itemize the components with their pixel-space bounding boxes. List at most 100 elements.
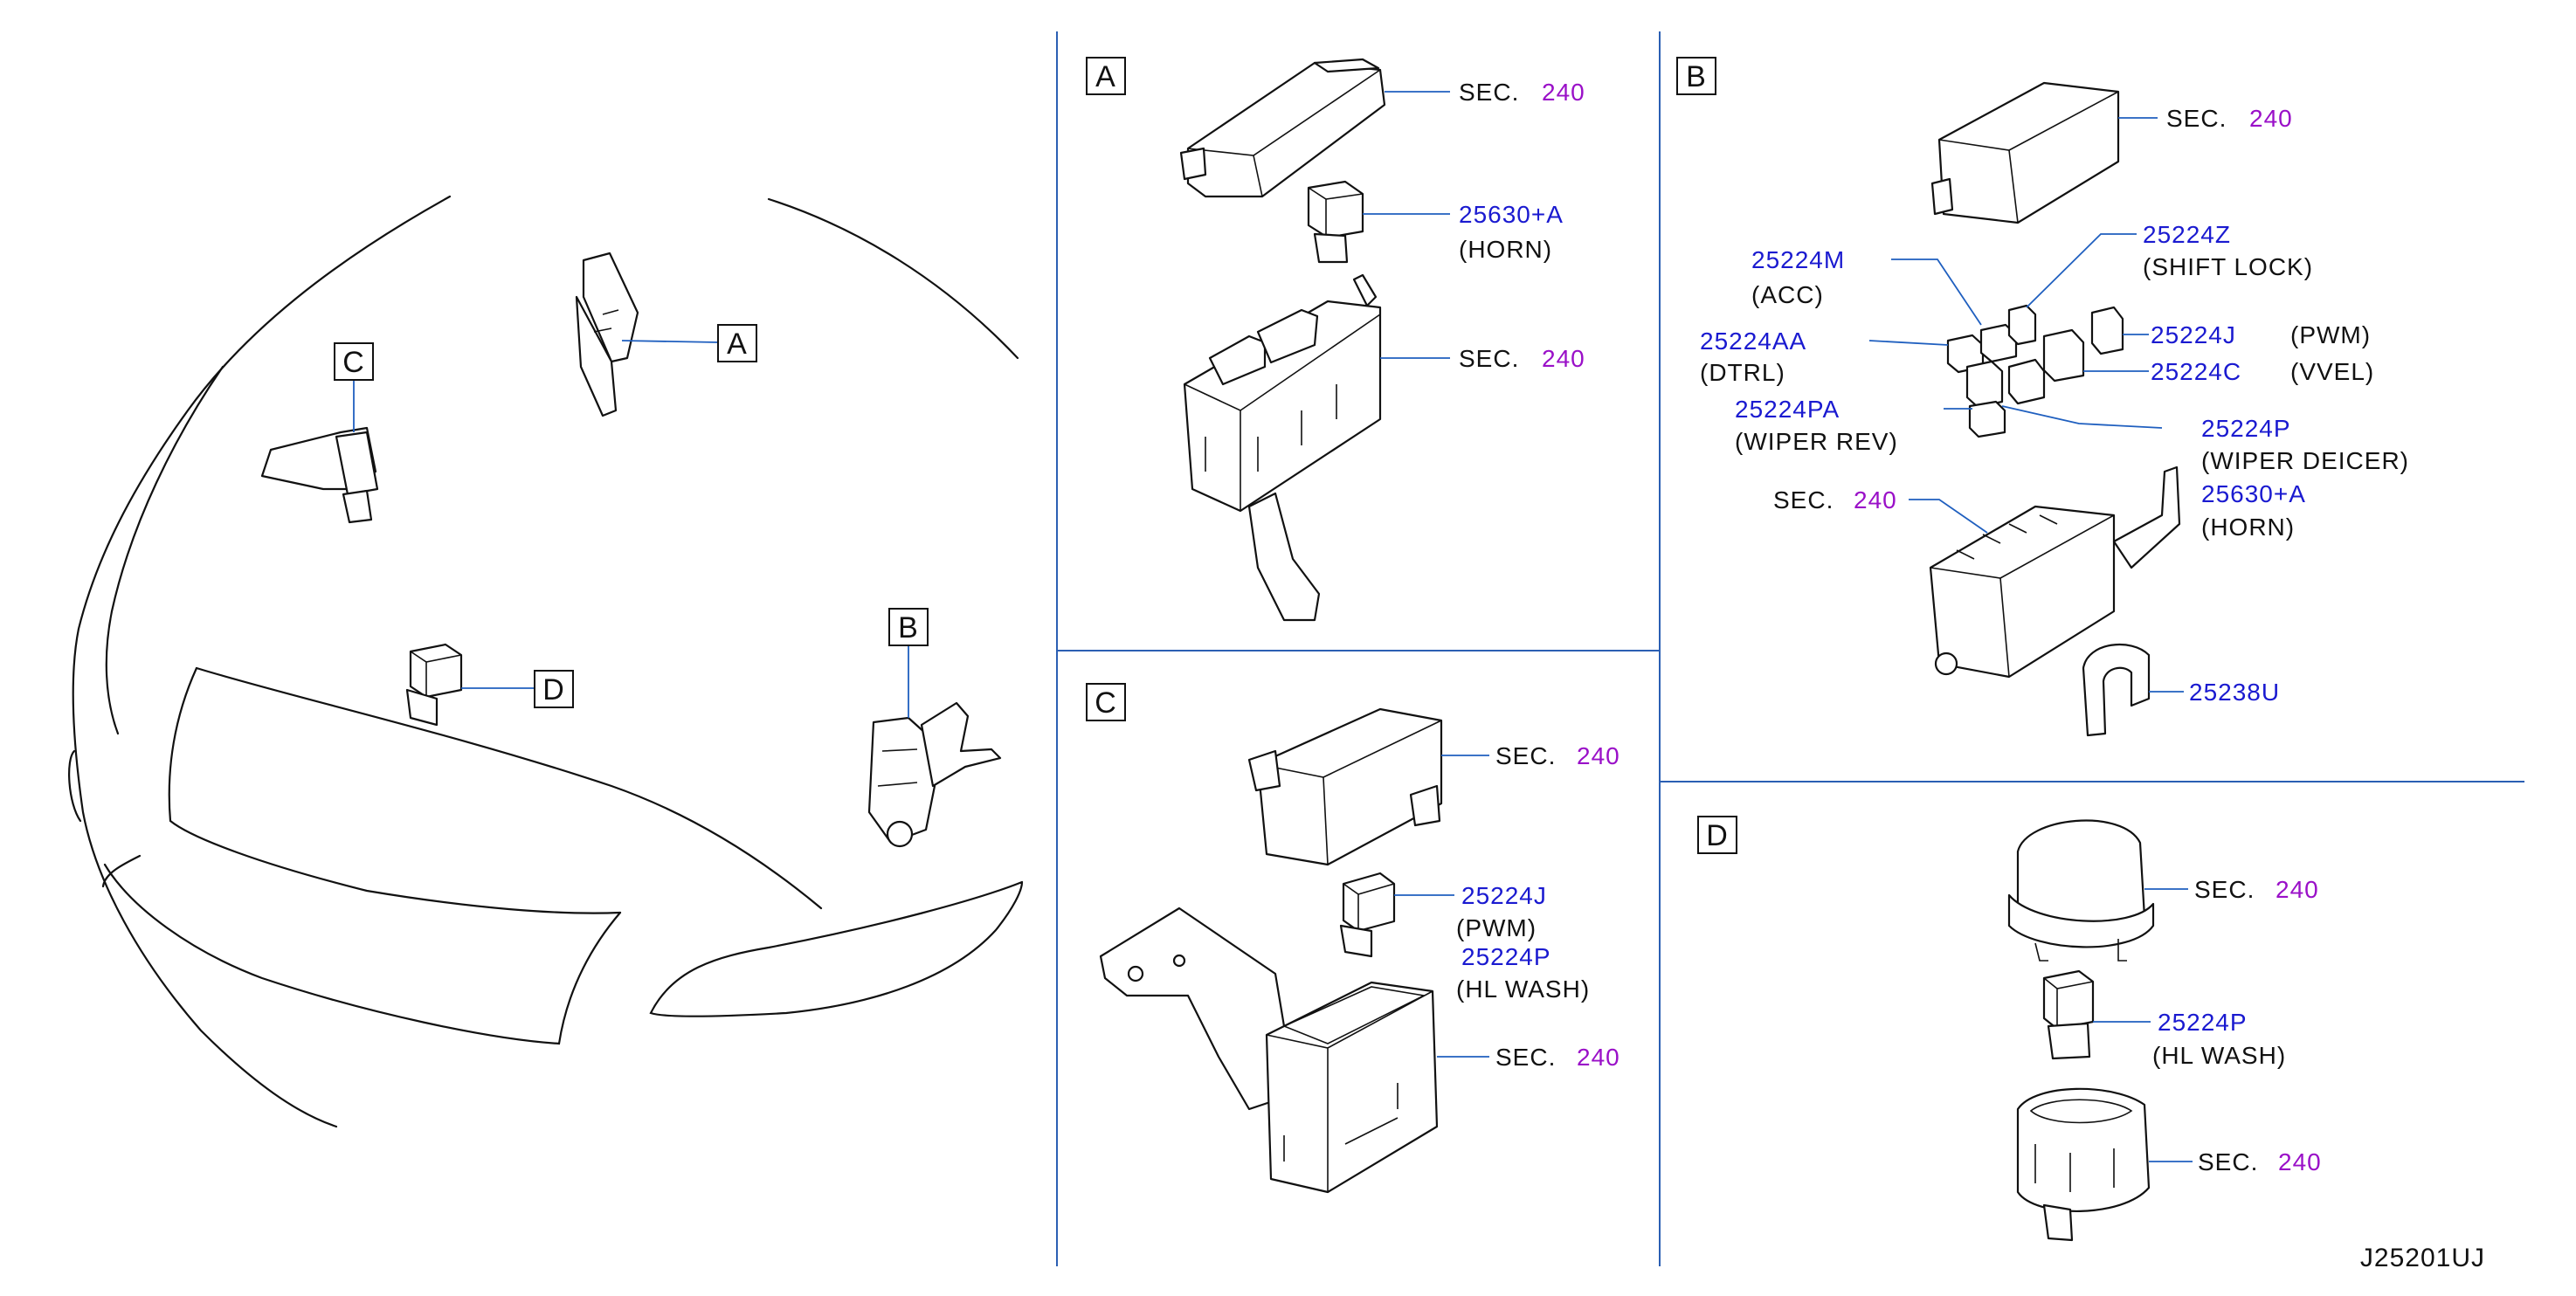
svg-text:B: B bbox=[1686, 60, 1707, 93]
panel-separators bbox=[1056, 31, 2524, 1266]
svg-text:25224P: 25224P bbox=[2158, 1009, 2248, 1036]
overview-part-c bbox=[260, 380, 379, 524]
svg-text:25630+A: 25630+A bbox=[1459, 201, 1564, 228]
panel-b-leaders bbox=[1868, 117, 2184, 693]
svg-text:25224Z: 25224Z bbox=[2143, 221, 2231, 248]
panel-c-relay bbox=[1339, 872, 1396, 958]
panel-c-label-hl-wash: 25224P (HL WASH) bbox=[1456, 943, 1590, 1003]
overview-part-b bbox=[867, 646, 1002, 848]
svg-text:SEC.: SEC. bbox=[2194, 876, 2255, 903]
svg-text:240: 240 bbox=[1577, 1044, 1620, 1071]
svg-text:25630+A: 25630+A bbox=[2201, 480, 2306, 507]
panel-b-label-cover: SEC. 240 bbox=[2166, 105, 2293, 132]
svg-text:25224M: 25224M bbox=[1751, 246, 1845, 273]
svg-text:SEC.: SEC. bbox=[1459, 345, 1519, 372]
svg-text:(PWM): (PWM) bbox=[1456, 914, 1537, 941]
panel-c-tag: C bbox=[1086, 683, 1126, 721]
svg-text:(WIPER DEICER): (WIPER DEICER) bbox=[2201, 447, 2409, 474]
svg-text:(ACC): (ACC) bbox=[1751, 281, 1824, 308]
svg-text:(SHIFT LOCK): (SHIFT LOCK) bbox=[2143, 253, 2313, 280]
callout-b: B bbox=[888, 608, 929, 646]
svg-text:(DTRL): (DTRL) bbox=[1700, 359, 1785, 386]
panel-d-label-hl-wash: 25224P (HL WASH) bbox=[2152, 1009, 2286, 1069]
svg-text:D: D bbox=[542, 673, 565, 707]
car-front-outline bbox=[68, 195, 1024, 1128]
panel-b-clip bbox=[2082, 643, 2151, 737]
svg-text:SEC.: SEC. bbox=[1495, 742, 1556, 769]
panel-a-label-horn: 25630+A (HORN) bbox=[1459, 201, 1564, 263]
panel-c-label-pwm: 25224J (PWM) bbox=[1456, 882, 1547, 941]
panel-b-label-box: SEC. 240 bbox=[1773, 486, 1897, 514]
svg-text:D: D bbox=[1706, 819, 1729, 852]
svg-text:SEC.: SEC. bbox=[1459, 79, 1519, 106]
svg-text:SEC.: SEC. bbox=[2166, 105, 2227, 132]
svg-text:25224P: 25224P bbox=[1461, 943, 1551, 970]
callout-a: A bbox=[717, 324, 757, 362]
svg-text:SEC.: SEC. bbox=[2198, 1148, 2258, 1175]
svg-text:25224AA: 25224AA bbox=[1700, 327, 1806, 355]
panel-b-label-wiper-deicer: 25224P (WIPER DEICER) bbox=[2201, 415, 2409, 474]
panel-d-leaders bbox=[2093, 888, 2193, 1162]
svg-text:SEC.: SEC. bbox=[1773, 486, 1834, 514]
svg-text:C: C bbox=[1095, 686, 1117, 720]
panel-b-relays bbox=[1946, 304, 2124, 438]
panel-a-horn-relay bbox=[1307, 180, 1364, 264]
svg-text:240: 240 bbox=[1577, 742, 1620, 769]
callout-d: D bbox=[534, 670, 574, 708]
panel-b-label-horn: 25630+A (HORN) bbox=[2201, 480, 2306, 541]
svg-text:(HL WASH): (HL WASH) bbox=[1456, 975, 1590, 1003]
panel-d-label-cover: SEC. 240 bbox=[2194, 876, 2319, 903]
svg-text:25224J: 25224J bbox=[1461, 882, 1547, 909]
svg-text:(PWM): (PWM) bbox=[2290, 321, 2371, 348]
svg-text:240: 240 bbox=[2278, 1148, 2322, 1175]
panel-d-label-base: SEC. 240 bbox=[2198, 1148, 2322, 1175]
svg-text:240: 240 bbox=[1542, 79, 1585, 106]
svg-text:25224C: 25224C bbox=[2151, 358, 2241, 385]
callout-c: C bbox=[334, 342, 374, 381]
panel-b-label-pwm: 25224J (PWM) bbox=[2151, 321, 2371, 348]
panel-b-label-clip: 25238U bbox=[2189, 679, 2280, 706]
svg-text:240: 240 bbox=[1854, 486, 1897, 514]
panel-b-label-wiper-rev: 25224PA (WIPER REV) bbox=[1735, 396, 1898, 455]
panel-d-relay bbox=[2042, 969, 2095, 1060]
svg-text:240: 240 bbox=[2276, 876, 2319, 903]
svg-text:(HL WASH): (HL WASH) bbox=[2152, 1042, 2286, 1069]
panel-a-leaders bbox=[1363, 91, 1450, 359]
svg-text:(WIPER REV): (WIPER REV) bbox=[1735, 428, 1898, 455]
panel-b-fuse-box bbox=[1929, 465, 2181, 679]
svg-text:(HORN): (HORN) bbox=[1459, 236, 1552, 263]
panel-b-label-acc: 25224M (ACC) bbox=[1751, 246, 1845, 308]
svg-text:25224PA: 25224PA bbox=[1735, 396, 1840, 423]
panel-c-label-cover: SEC. 240 bbox=[1495, 742, 1620, 769]
svg-text:C: C bbox=[342, 346, 365, 379]
overview-part-a bbox=[575, 252, 719, 417]
panel-a-label-box: SEC. 240 bbox=[1459, 345, 1585, 372]
svg-text:240: 240 bbox=[1542, 345, 1585, 372]
panel-c-bracket bbox=[1099, 907, 1286, 1111]
panel-a-tag: A bbox=[1086, 57, 1126, 95]
panel-c-cover bbox=[1247, 707, 1443, 866]
panel-c-leaders bbox=[1394, 755, 1489, 1058]
svg-text:A: A bbox=[727, 327, 748, 361]
panel-b-label-dtrl: 25224AA (DTRL) bbox=[1700, 327, 1806, 386]
panel-a-fuse-box bbox=[1183, 273, 1382, 622]
panel-c-fuse-box bbox=[1265, 981, 1439, 1194]
panel-d-tag: D bbox=[1697, 816, 1737, 854]
svg-text:(HORN): (HORN) bbox=[2201, 514, 2295, 541]
svg-text:25224P: 25224P bbox=[2201, 415, 2291, 442]
diagram-id: J25201UJ bbox=[2360, 1244, 2485, 1272]
panel-b-label-vvel: 25224C (VVEL) bbox=[2151, 358, 2373, 385]
svg-text:SEC.: SEC. bbox=[1495, 1044, 1556, 1071]
svg-text:25238U: 25238U bbox=[2189, 679, 2280, 706]
panel-d-cover bbox=[2007, 819, 2155, 962]
panel-c-label-box: SEC. 240 bbox=[1495, 1044, 1620, 1071]
svg-text:25224J: 25224J bbox=[2151, 321, 2236, 348]
panel-a-cover bbox=[1179, 58, 1386, 198]
panel-d-base bbox=[2016, 1087, 2151, 1242]
svg-text:B: B bbox=[898, 611, 919, 645]
panel-b-cover bbox=[1930, 81, 2120, 224]
svg-text:240: 240 bbox=[2249, 105, 2293, 132]
panel-b-tag: B bbox=[1676, 57, 1716, 95]
panel-a-label-cover: SEC. 240 bbox=[1459, 79, 1585, 106]
